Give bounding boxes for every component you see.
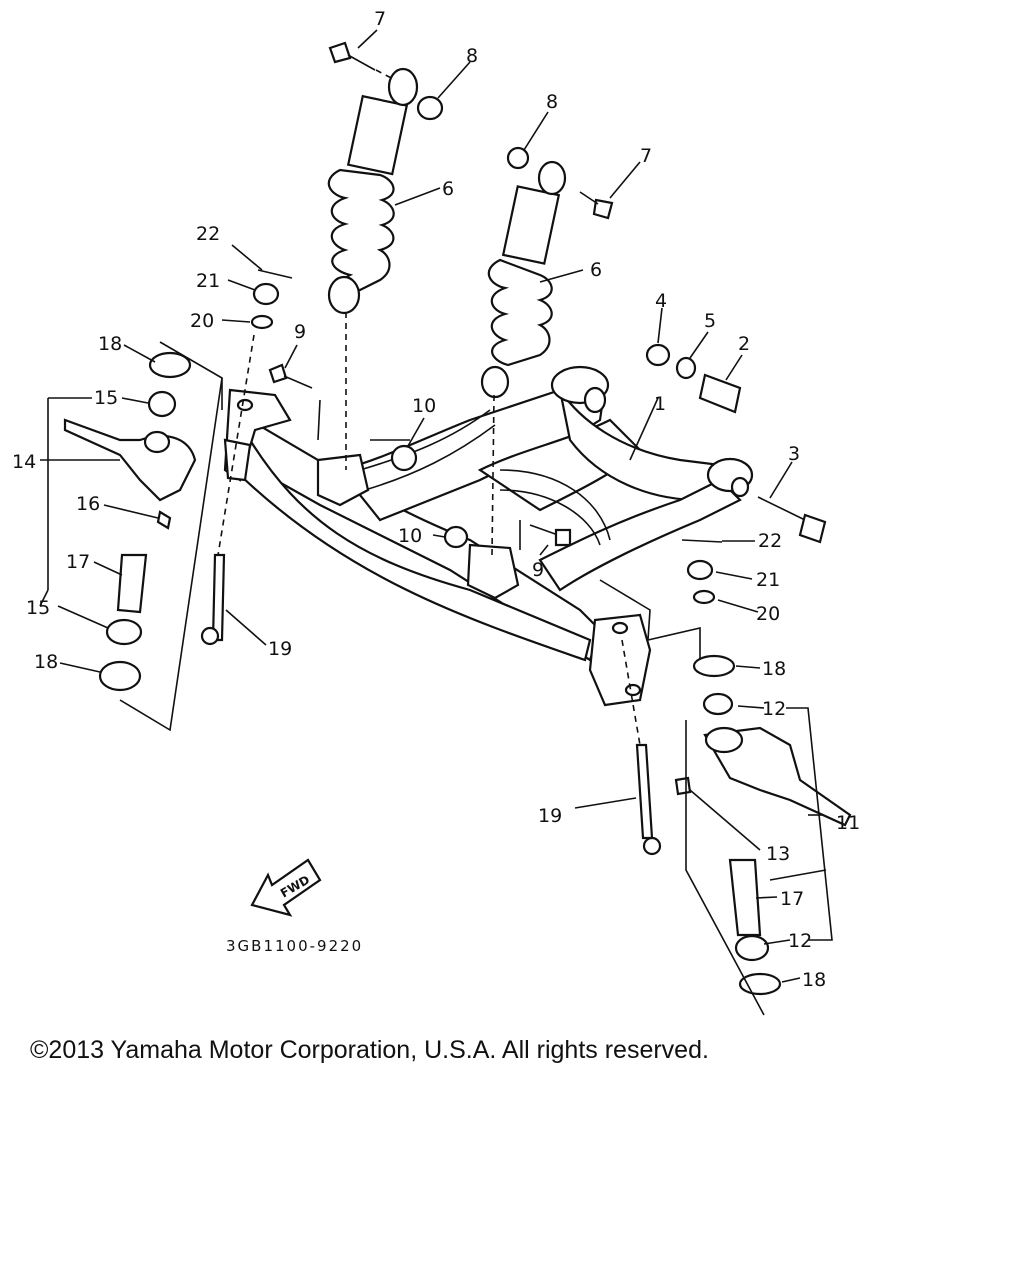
callout-11: 11: [836, 812, 860, 834]
callout-13: 13: [766, 843, 790, 865]
callout-19: 19: [268, 638, 292, 660]
callout-17: 17: [66, 551, 90, 573]
callout-6: 6: [442, 178, 454, 200]
callout-16: 16: [76, 493, 100, 515]
small-hardware: [63, 41, 852, 996]
callout-12: 12: [762, 698, 786, 720]
drawing-code: 3GB1100-9220: [226, 937, 363, 955]
callout-17: 17: [780, 888, 804, 910]
callout-19: 19: [538, 805, 562, 827]
callout-18: 18: [98, 333, 122, 355]
callout-7: 7: [640, 145, 652, 167]
callout-9: 9: [532, 559, 544, 581]
callout-20: 20: [756, 603, 780, 625]
callout-22: 22: [196, 223, 220, 245]
exploded-parts-diagram: FWD 3GB1100-9220 7 8 8 7 6 6 22 21 20 9 …: [12, 8, 860, 1016]
callout-4: 4: [655, 290, 667, 312]
callout-12: 12: [788, 930, 812, 952]
frame-assembly: [223, 365, 754, 707]
callout-labels: 7 8 8 7 6 6 22 21 20 9 18 15 14 16 17 15…: [12, 8, 860, 991]
callout-1: 1: [654, 393, 666, 415]
callout-10: 10: [412, 395, 436, 417]
callout-7: 7: [374, 8, 386, 30]
callout-22: 22: [758, 530, 782, 552]
callout-8: 8: [546, 91, 558, 113]
callout-9: 9: [294, 321, 306, 343]
shock-absorber-right: [480, 160, 567, 399]
callout-15: 15: [26, 597, 50, 619]
callout-15: 15: [94, 387, 118, 409]
callout-20: 20: [190, 310, 214, 332]
leader-lines: [39, 29, 833, 1016]
callout-14: 14: [12, 451, 36, 473]
callout-21: 21: [756, 569, 780, 591]
callout-3: 3: [788, 443, 800, 465]
callout-2: 2: [738, 333, 750, 355]
callout-10: 10: [398, 525, 422, 547]
callout-21: 21: [196, 270, 220, 292]
fwd-arrow: FWD: [250, 858, 322, 917]
callout-18: 18: [34, 651, 58, 673]
callout-18: 18: [802, 969, 826, 991]
copyright-notice: ©2013 Yamaha Motor Corporation, U.S.A. A…: [30, 1036, 709, 1064]
shock-absorber-left: [327, 67, 419, 315]
callout-8: 8: [466, 45, 478, 67]
callout-18: 18: [762, 658, 786, 680]
callout-6: 6: [590, 259, 602, 281]
callout-5: 5: [704, 310, 716, 332]
